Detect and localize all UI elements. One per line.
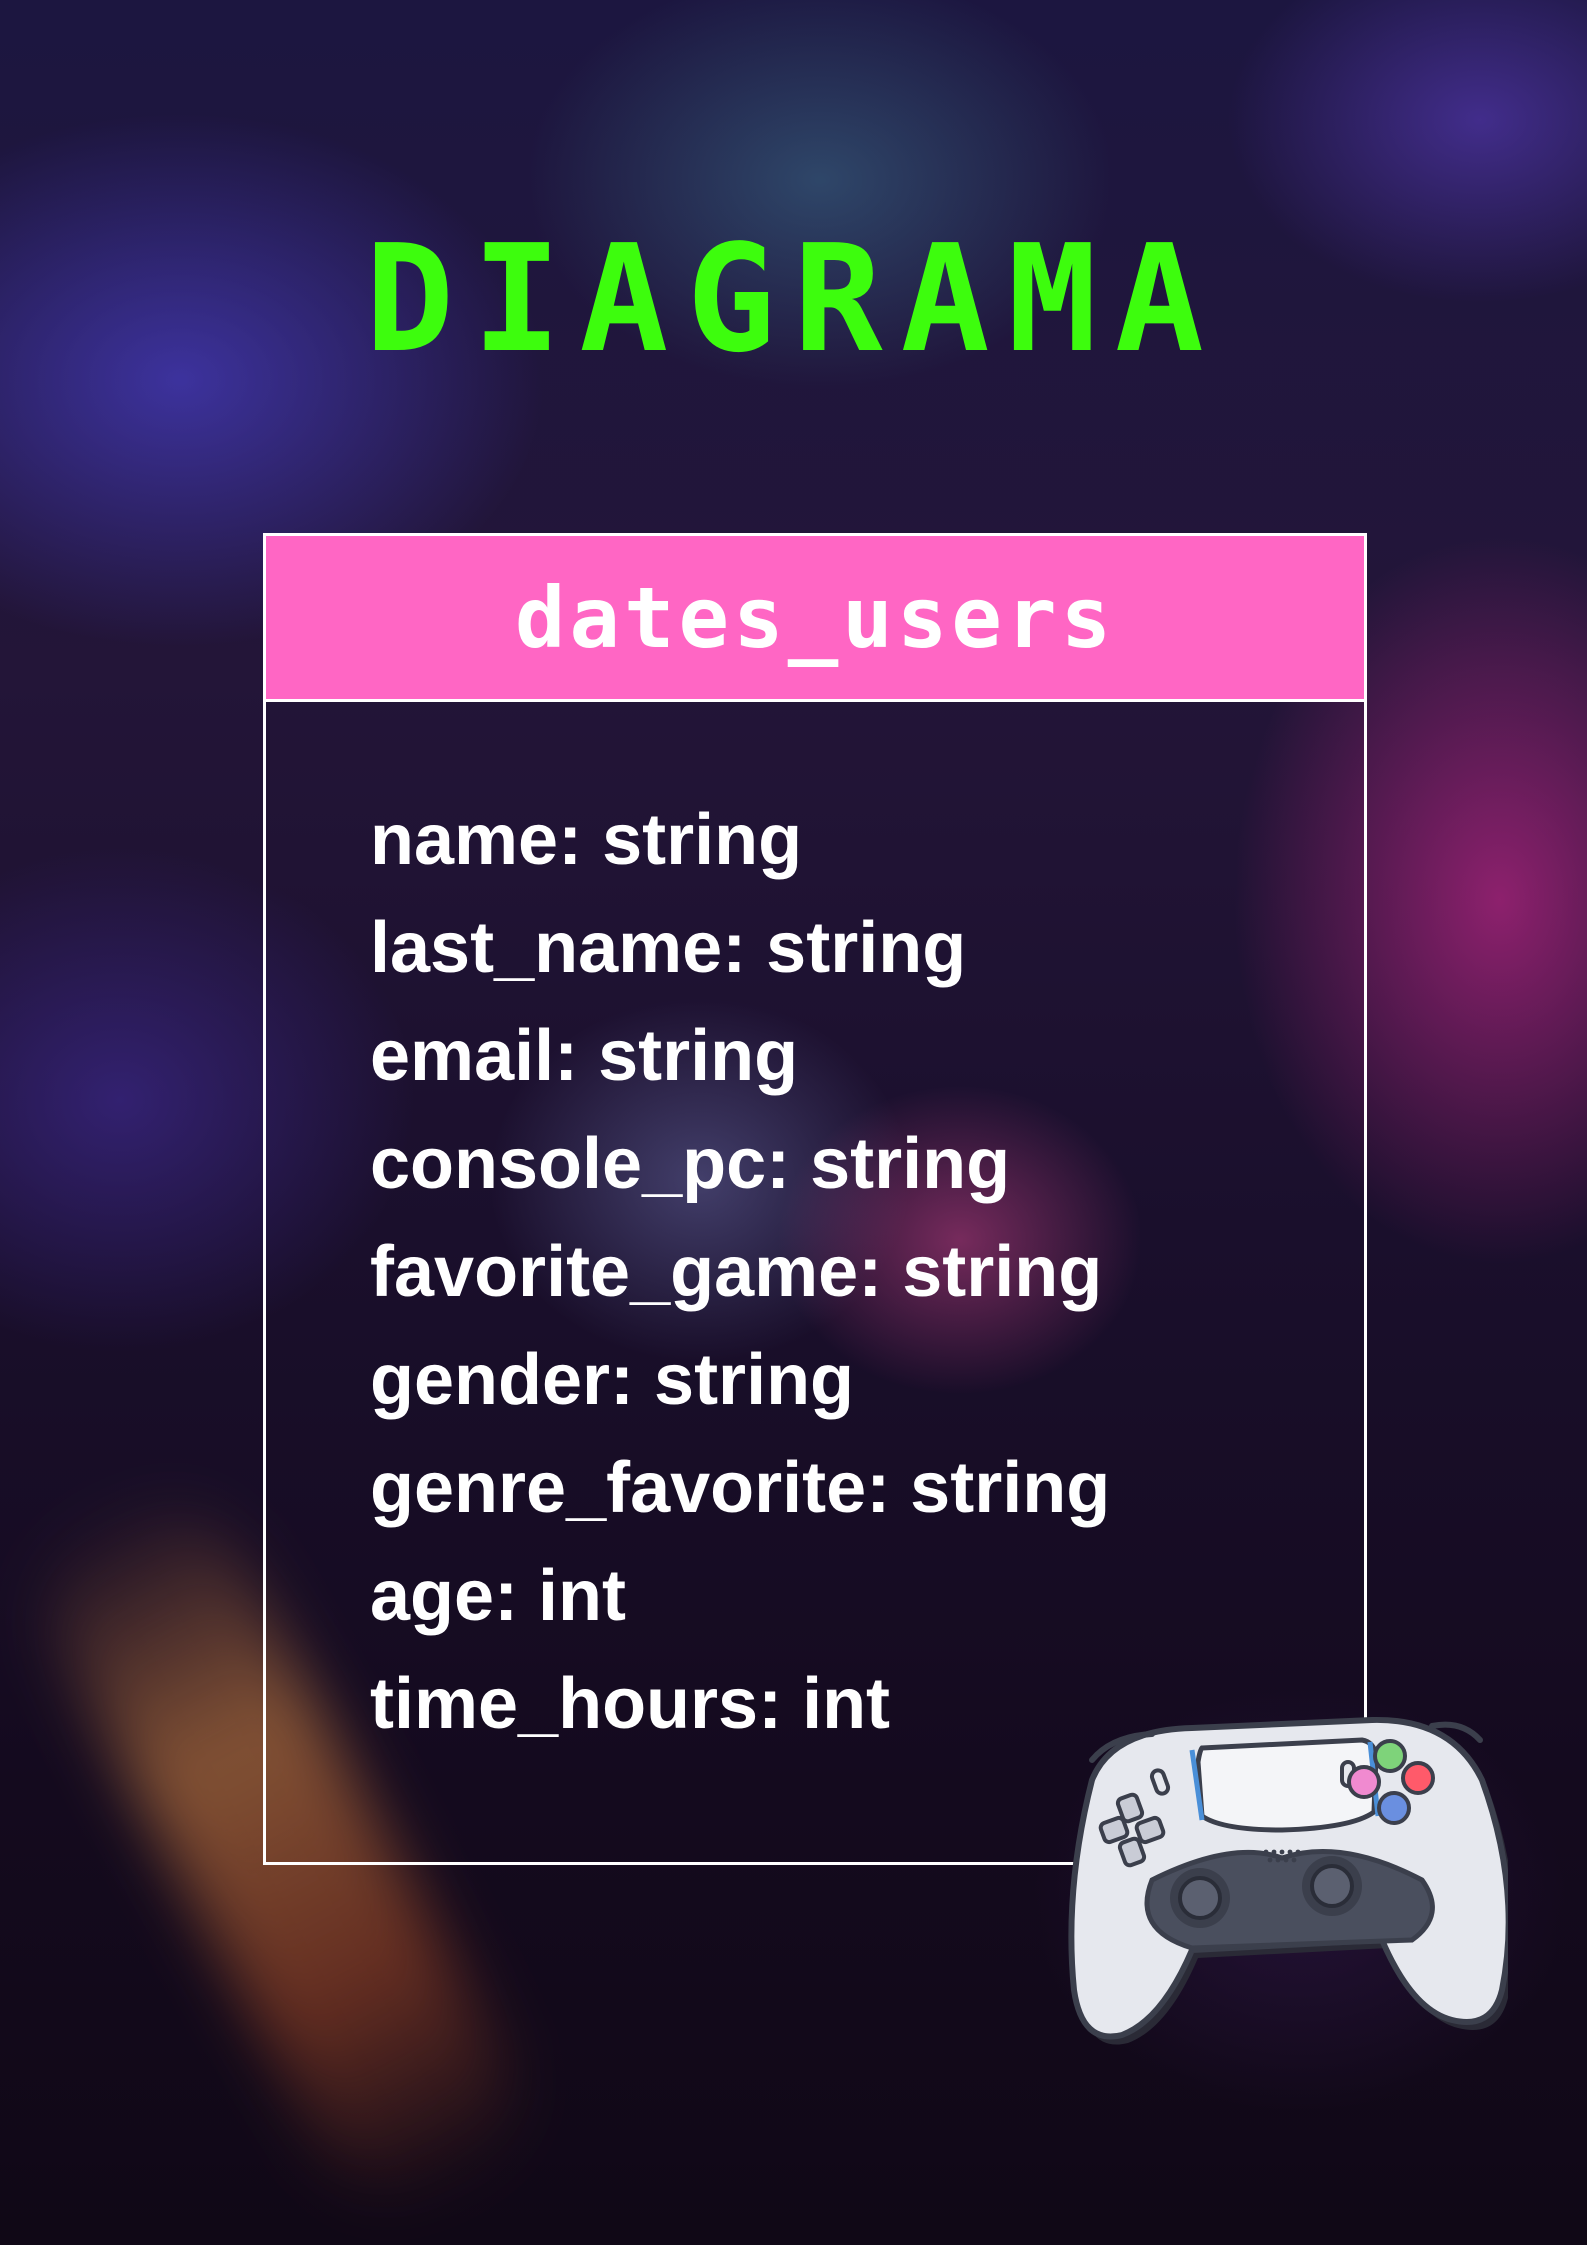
attribute-item: gender: string xyxy=(370,1340,855,1420)
attribute-item: console_pc: string xyxy=(370,1124,1011,1204)
attribute-list: name: string last_name: string email: st… xyxy=(370,786,1110,1758)
attribute-item: favorite_game: string xyxy=(370,1232,1103,1312)
entity-header: dates_users xyxy=(266,536,1364,702)
entity-box: dates_users name: string last_name: stri… xyxy=(263,533,1367,1865)
entity-name: dates_users xyxy=(514,568,1116,667)
gamepad-icon xyxy=(1068,1716,1508,2045)
attribute-item: age: int xyxy=(370,1556,627,1636)
attribute-item: email: string xyxy=(370,1016,799,1096)
attribute-item: last_name: string xyxy=(370,908,967,988)
page-title: DIAGRAMA xyxy=(365,213,1222,385)
attribute-item: genre_favorite: string xyxy=(370,1448,1111,1528)
attribute-item: time_hours: int xyxy=(370,1664,891,1744)
attribute-item: name: string xyxy=(370,800,803,880)
